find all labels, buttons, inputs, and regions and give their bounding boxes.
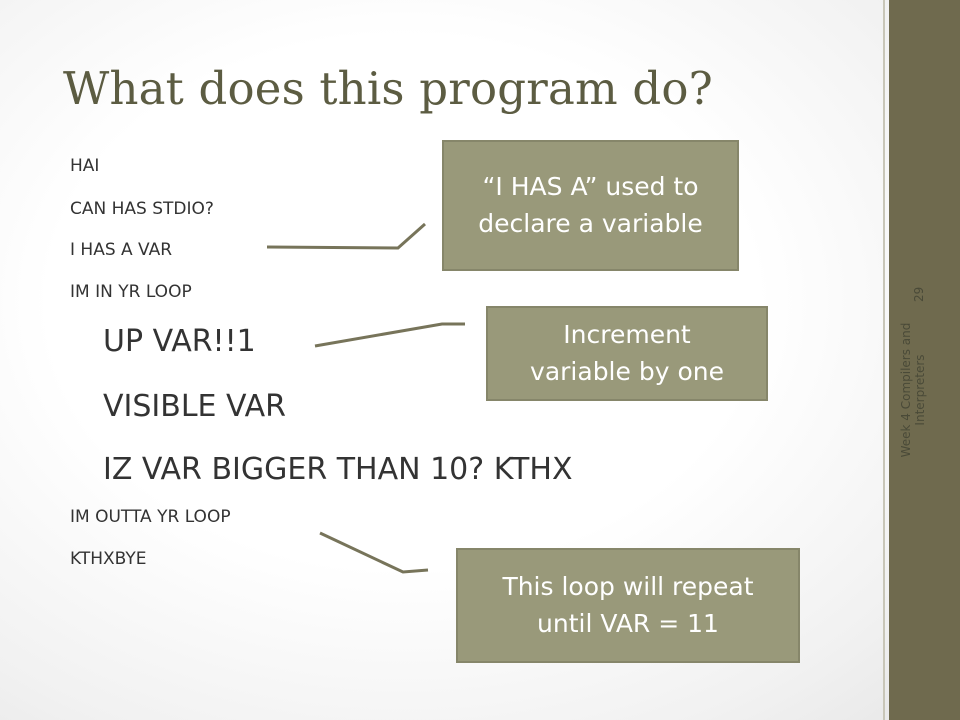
callout-increment-line2: variable by one — [530, 356, 724, 386]
callout-loop-line1: This loop will repeat — [502, 572, 754, 602]
callout-increment-line1: Increment — [563, 320, 691, 350]
code-line-7: IZ VAR BIGGER THAN 10? KTHX — [103, 452, 573, 487]
code-line-5: UP VAR!!1 — [103, 324, 256, 359]
code-line-6: VISIBLE VAR — [103, 389, 287, 424]
connector-line-3 — [319, 531, 429, 574]
code-line-2: CAN HAS STDIO? — [70, 199, 214, 219]
connector-line-1 — [266, 222, 426, 250]
slide-title: What does this program do? — [63, 62, 713, 115]
connector-line-2 — [314, 322, 465, 348]
callout-increment: Increment variable by one — [486, 306, 768, 401]
code-line-9: KTHXBYE — [70, 549, 147, 569]
callout-declare-line2: declare a variable — [478, 208, 703, 238]
callout-loop-repeat: This loop will repeat until VAR = 11 — [456, 548, 800, 663]
code-line-1: HAI — [70, 156, 100, 176]
sidebar-band — [889, 0, 960, 720]
callout-declare: “I HAS A” used to declare a variable — [442, 140, 739, 271]
callout-declare-line1: “I HAS A” used to — [482, 172, 699, 202]
code-line-8: IM OUTTA YR LOOP — [70, 507, 231, 527]
callout-loop-line2: until VAR = 11 — [537, 608, 719, 638]
sidebar-divider — [883, 0, 885, 720]
code-line-3: I HAS A VAR — [70, 240, 173, 260]
sidebar-course-label: Week 4 Compilers and Interpreters — [899, 322, 927, 458]
code-line-4: IM IN YR LOOP — [70, 282, 192, 302]
